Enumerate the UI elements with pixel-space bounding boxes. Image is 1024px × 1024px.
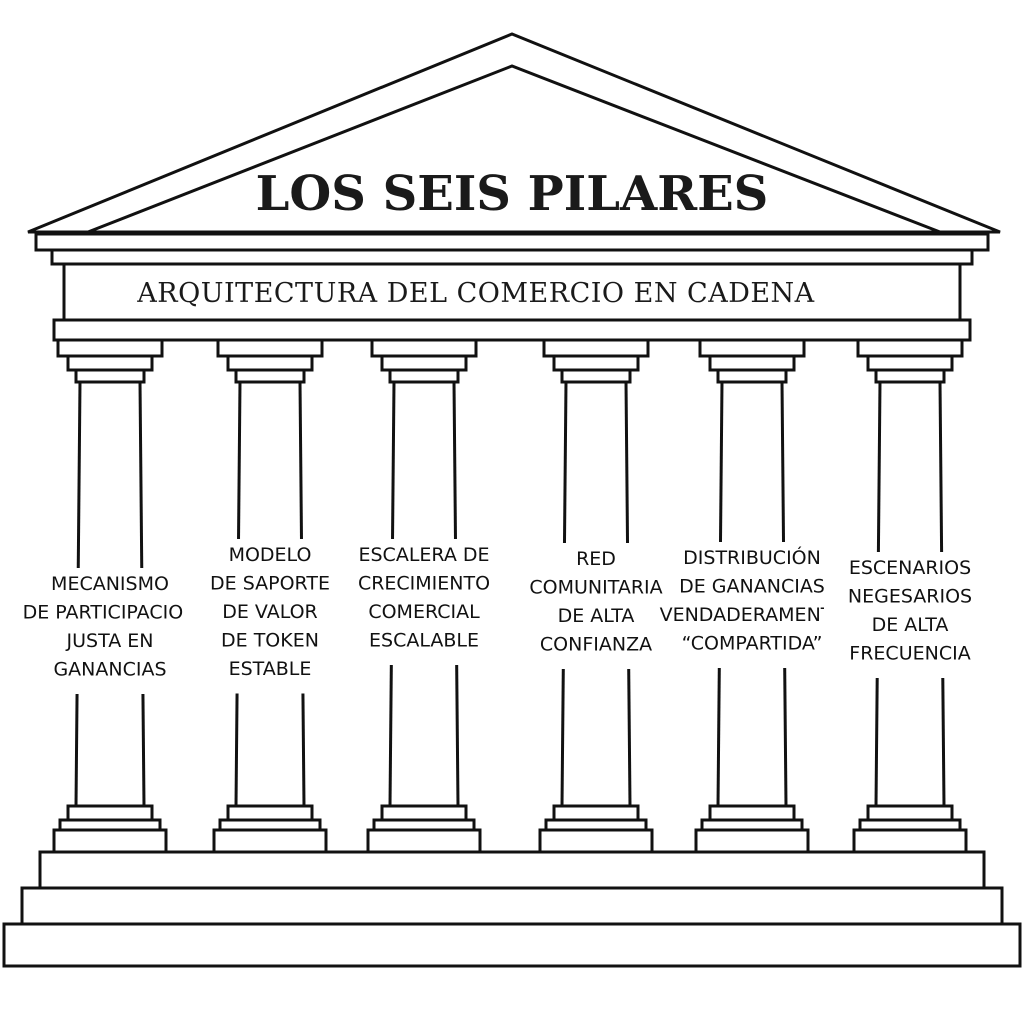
pillar-capital-abacus	[856, 338, 964, 358]
pillar-capital-neck	[560, 368, 632, 384]
pillar-label-line: COMERCIAL	[368, 601, 480, 623]
pillar-label-line: DE GANANCIAS	[679, 576, 825, 598]
step-middle	[20, 886, 1004, 926]
pillar-label-line: DE SAPORTE	[210, 573, 330, 595]
pillars: MECANISMO DE PARTICIPACION JUSTA EN GANANCI…	[23, 338, 996, 854]
pillar-label-background	[338, 539, 510, 665]
pillar-capital-echinus	[380, 354, 468, 372]
pillar-label-line: GANANCIAS	[53, 659, 166, 681]
frieze	[62, 262, 962, 322]
pillar-label-line: MECANISMO	[51, 573, 169, 595]
pillar-label-line: CONFIANZA	[540, 634, 652, 656]
pillar-label: DISTRIBUCIÓN DE GANANCIAS VENDADERAMENTE “C…	[660, 545, 845, 655]
pillar-label-line: CRECIMIENTO	[358, 573, 490, 595]
pillar-base-torus	[708, 804, 796, 822]
pillar-4: RED COMUNITARIA DE ALTA CONFIANZA	[510, 338, 682, 854]
pillar-label-line: JUSTA EN	[66, 630, 154, 652]
pillar-capital-neck	[874, 368, 946, 384]
pillar-capital-abacus	[542, 338, 650, 358]
pillar-label-line: DE VALOR	[222, 601, 318, 623]
pillar-label-background	[666, 542, 838, 668]
pillar-label-line: VENDADERAMENTE	[660, 604, 845, 626]
pillar-label-background	[510, 543, 682, 669]
pillar-base-torus	[226, 804, 314, 822]
pillar-base-torus	[866, 804, 954, 822]
pillar-capital-echinus	[708, 354, 796, 372]
cornice	[34, 232, 990, 252]
pillar-label-line: “COMPARTIDA”	[682, 633, 823, 655]
pillar-label-line: ESCENARIOS	[849, 557, 971, 579]
temple-base	[2, 850, 1022, 968]
pillar-capital-echinus	[866, 354, 954, 372]
pillar-label-line: DE TOKEN	[221, 630, 319, 652]
pillar-label-line: ESTABLE	[229, 658, 312, 680]
pillar-label: MODELO DE SAPORTE DE VALOR DE TOKEN ESTABLE	[210, 544, 330, 680]
pillar-capital-neck	[234, 368, 306, 384]
pillar-label: RED COMUNITARIA DE ALTA CONFIANZA	[529, 548, 662, 656]
pillar-2: MODELO DE SAPORTE DE VALOR DE TOKEN ESTABLE	[184, 338, 356, 854]
pillar-capital-echinus	[552, 354, 640, 372]
pillar-1: MECANISMO DE PARTICIPACION JUSTA EN GANANCI…	[23, 338, 198, 854]
pillar-label: MECANISMO DE PARTICIPACION JUSTA EN GANANCI…	[23, 573, 198, 681]
pillar-label-line: DISTRIBUCIÓN	[683, 545, 821, 569]
temple-subtitle: ARQUITECTURA DEL COMERCIO EN CADENA	[136, 278, 814, 309]
pillar-base-plinth	[538, 828, 654, 854]
pillar-label-line: MODELO	[229, 544, 312, 566]
pillar-base-plinth	[694, 828, 810, 854]
pillar-capital-abacus	[698, 338, 806, 358]
step-top	[38, 850, 986, 890]
pillar-label-line: DE ALTA	[558, 605, 635, 627]
pillar-capital-abacus	[370, 338, 478, 358]
pillar-3: ESCALERA DE CRECIMIENTO COMERCIAL ESCALABLE	[338, 338, 510, 854]
pillar-base-plinth	[52, 828, 168, 854]
pillar-base-torus	[552, 804, 640, 822]
pillar-label-line: COMUNITARIA	[529, 577, 662, 599]
architrave	[52, 318, 972, 342]
pillar-label-line: DE PARTICIPACION	[23, 602, 198, 624]
pillar-label-background	[184, 539, 356, 694]
pillar-base-torus	[66, 804, 154, 822]
pillar-6: ESCENARIOS NEGESARIOS DE ALTA FRECUENCIA	[824, 338, 996, 854]
pillar-base-plinth	[852, 828, 968, 854]
pillar-capital-neck	[716, 368, 788, 384]
pillar-label-line: RED	[576, 548, 616, 570]
pillar-label-line: NEGESARIOS	[848, 586, 972, 608]
pillar-label-line: ESCALABLE	[369, 630, 479, 652]
pillar-label: ESCENARIOS NEGESARIOS DE ALTA FRECUENCIA	[848, 557, 972, 665]
pillar-capital-neck	[388, 368, 460, 384]
step-bottom	[2, 922, 1022, 968]
entablature: ARQUITECTURA DEL COMERCIO EN CADENA	[50, 248, 974, 342]
pillar-capital-echinus	[226, 354, 314, 372]
pillar-label-line: DE ALTA	[872, 614, 949, 636]
pillar-base-torus	[380, 804, 468, 822]
pediment-inner	[87, 64, 941, 234]
pediment: LOS SEIS PILARES	[27, 32, 1001, 252]
pillar-base-plinth	[366, 828, 482, 854]
pillar-capital-neck	[74, 368, 146, 384]
pillar-label: ESCALERA DE CRECIMIENTO COMERCIAL ESCALABLE	[358, 544, 490, 652]
entablature-top-band	[50, 248, 974, 266]
pillar-label-background	[24, 568, 196, 694]
pillar-capital-abacus	[56, 338, 164, 358]
pillar-capital-echinus	[66, 354, 154, 372]
pillar-capital-abacus	[216, 338, 324, 358]
pillar-5: DISTRIBUCIÓN DE GANANCIAS VENDADERAMENTE “C…	[660, 338, 845, 854]
temple-title: LOS SEIS PILARES	[256, 166, 769, 222]
pillar-base-plinth	[212, 828, 328, 854]
pillar-label-background	[824, 552, 996, 678]
pillar-label-line: ESCALERA DE	[358, 544, 489, 566]
pillar-label-line: FRECUENCIA	[849, 643, 970, 665]
